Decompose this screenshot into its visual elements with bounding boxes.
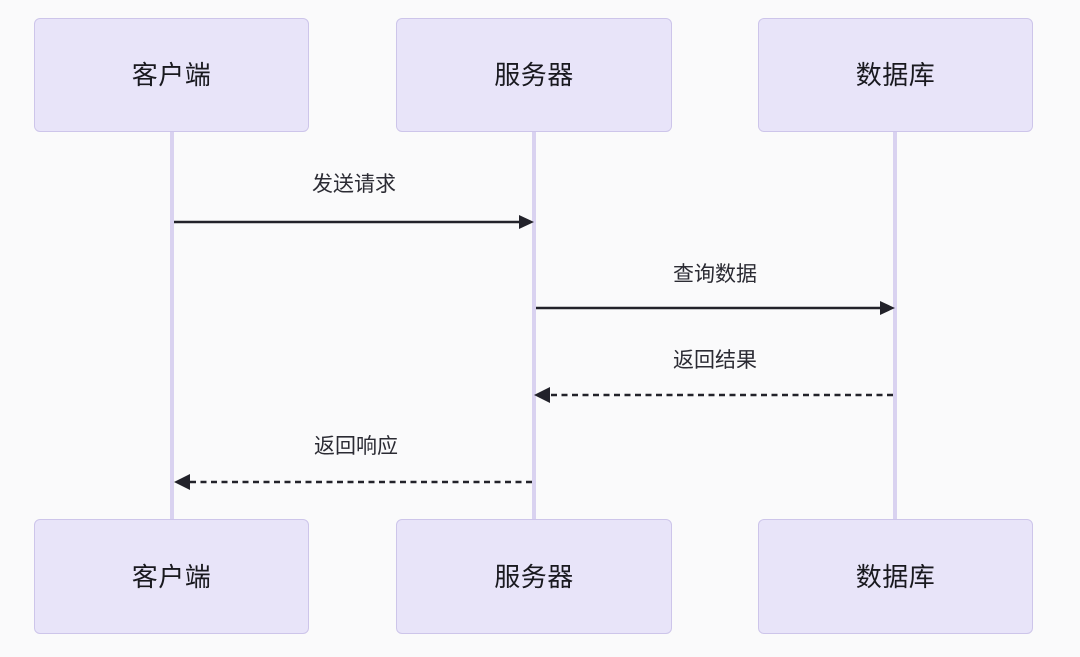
lifeline-client [170,132,174,519]
message-arrow-3 [534,387,893,403]
lifeline-database [893,132,897,519]
message-label-2: 查询数据 [673,263,757,286]
participant-box-client-top[interactable]: 客户端 [34,18,309,132]
message-arrow-4 [174,474,532,490]
message-label-4: 返回响应 [314,435,398,458]
message-label-1: 发送请求 [312,173,396,196]
participant-label-database-bottom: 数据库 [855,561,936,592]
participant-label-server-bottom: 服务器 [494,561,574,592]
participant-box-database-bottom[interactable]: 数据库 [758,519,1033,634]
lifeline-server [532,132,536,519]
message-arrow-2 [536,301,895,315]
participant-label-client-bottom: 客户端 [131,561,212,592]
message-arrow-1 [174,215,534,229]
participant-label-client-top: 客户端 [131,60,212,90]
participant-box-database-top[interactable]: 数据库 [758,18,1033,132]
participant-box-server-top[interactable]: 服务器 [396,18,672,132]
participant-label-server-top: 服务器 [494,60,574,90]
participant-box-client-bottom[interactable]: 客户端 [34,519,309,634]
participant-label-database-top: 数据库 [855,60,936,90]
participant-box-server-bottom[interactable]: 服务器 [396,519,672,634]
message-label-3: 返回结果 [673,349,757,372]
